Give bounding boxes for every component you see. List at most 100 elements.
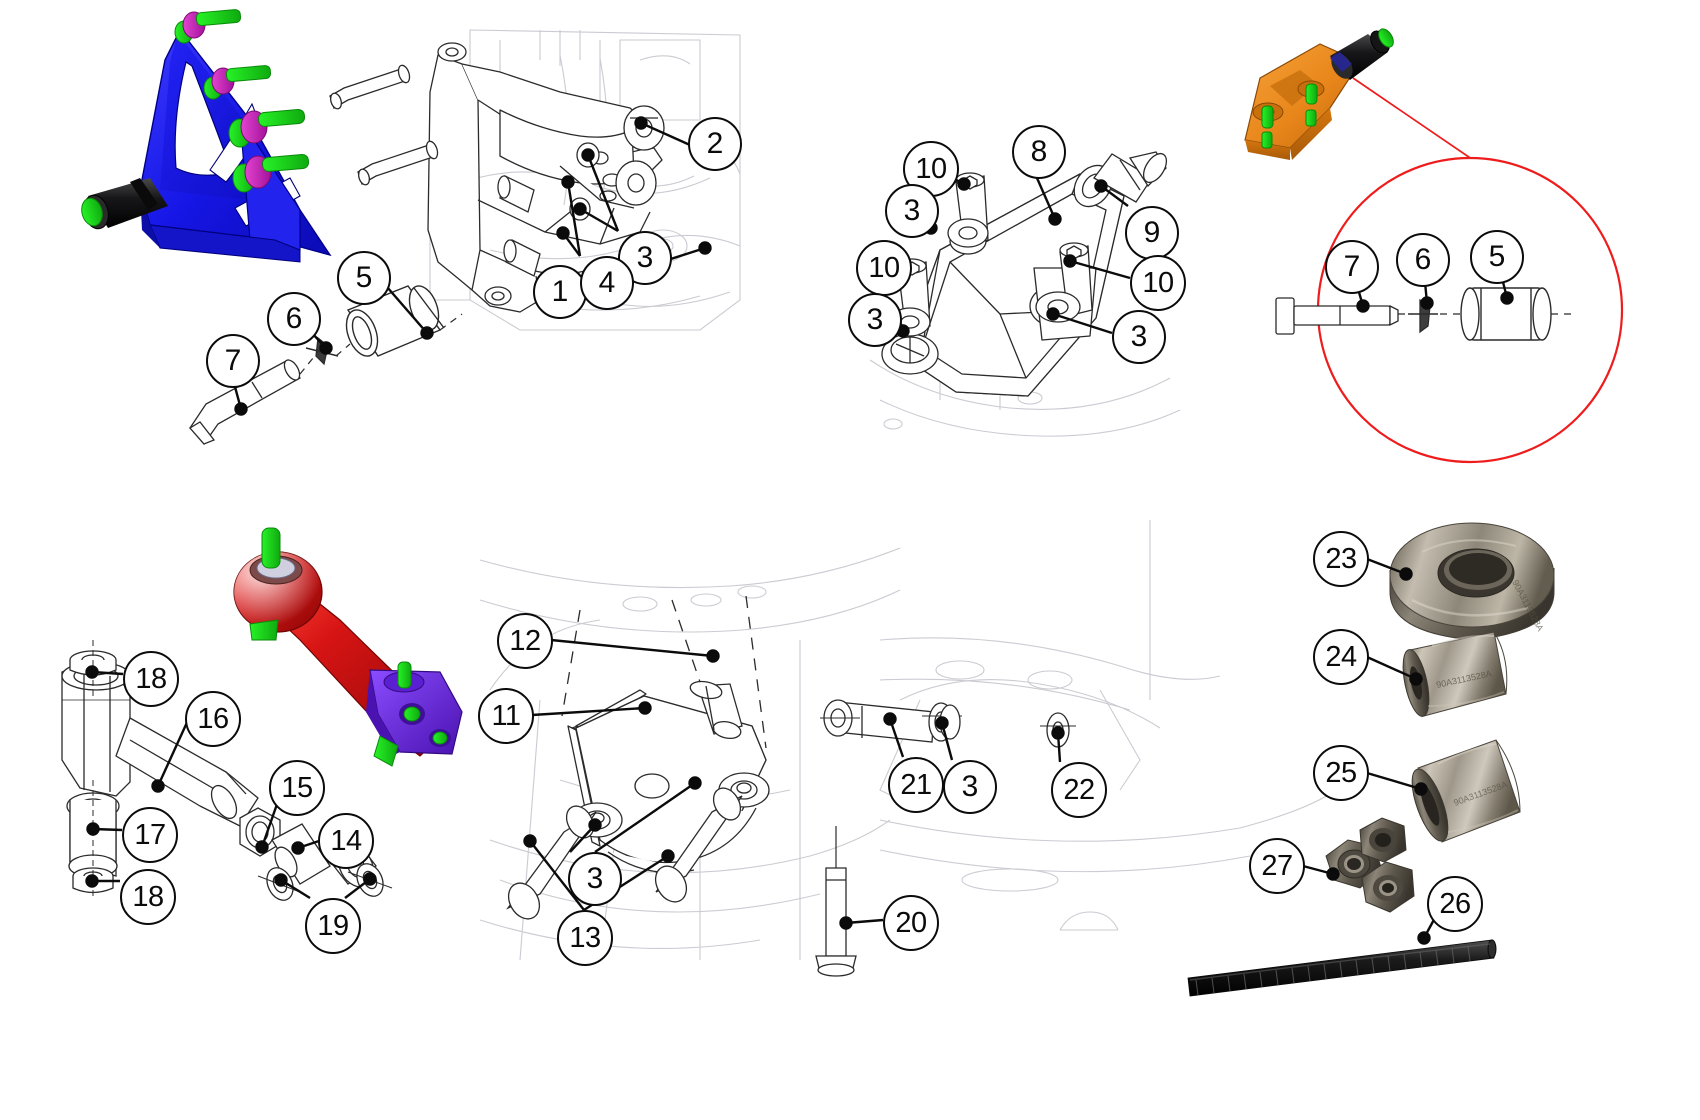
leader-dot xyxy=(573,202,587,216)
callout-bubble-6[interactable]: 6 xyxy=(267,292,321,346)
part-23-stepped-collar: 90A3113528A xyxy=(1389,522,1555,641)
callout-bubble-7[interactable]: 7 xyxy=(1325,240,1379,294)
leader-line xyxy=(640,121,691,147)
callout-bubble-17[interactable]: 17 xyxy=(122,807,178,863)
part-13-spacer-sleeves xyxy=(506,787,743,920)
leader-line xyxy=(566,181,582,257)
callout-bubble-6[interactable]: 6 xyxy=(1396,233,1450,287)
leader-dot xyxy=(1094,179,1108,193)
part-torque-rod-colored xyxy=(233,527,463,767)
leader-dot xyxy=(151,779,165,793)
callout-bubble-14[interactable]: 14 xyxy=(318,813,374,869)
callout-bubble-5[interactable]: 5 xyxy=(1470,230,1524,284)
leader-dot xyxy=(85,665,99,679)
leader-dot xyxy=(1051,726,1065,740)
leader-line xyxy=(1366,557,1407,576)
callout-bubble-3[interactable]: 3 xyxy=(1112,310,1166,364)
leader-dot xyxy=(638,701,652,715)
leader-dot xyxy=(1326,867,1340,881)
leader-line xyxy=(529,840,585,911)
leader-dot xyxy=(883,712,897,726)
part-9-pin xyxy=(1093,151,1168,203)
part-1-engine-mount-bracket-lineart xyxy=(427,42,663,313)
part-7-hex-bolt xyxy=(188,359,301,446)
leader-dot xyxy=(420,326,434,340)
callout-bubble-15[interactable]: 15 xyxy=(269,760,325,816)
leader-dot xyxy=(255,840,269,854)
callout-bubble-16[interactable]: 16 xyxy=(185,691,241,747)
callout-bubble-3[interactable]: 3 xyxy=(568,852,622,906)
callout-bubble-5[interactable]: 5 xyxy=(337,251,391,305)
plate-11-dashed-axes xyxy=(561,595,767,749)
part-7-hex-bolts-upper xyxy=(329,64,439,186)
callout-bubble-21[interactable]: 21 xyxy=(888,757,944,813)
leader-dot xyxy=(698,241,712,255)
leader-dot xyxy=(86,822,100,836)
leader-dot xyxy=(1048,212,1062,226)
leader-dot xyxy=(581,148,595,162)
callout-bubble-23[interactable]: 23 xyxy=(1313,531,1369,587)
callout-bubble-11[interactable]: 11 xyxy=(478,688,534,744)
callout-bubble-13[interactable]: 13 xyxy=(557,910,613,966)
callout-bubble-2[interactable]: 2 xyxy=(688,117,742,171)
leader-dot xyxy=(234,402,248,416)
callout-bubble-19[interactable]: 19 xyxy=(305,898,361,954)
leader-dot xyxy=(1500,291,1514,305)
callout-bubble-3[interactable]: 3 xyxy=(848,293,902,347)
leader-line xyxy=(156,717,191,787)
callout-bubble-10[interactable]: 10 xyxy=(1130,255,1186,311)
callout-bubble-18[interactable]: 18 xyxy=(120,869,176,925)
callout-bubble-3[interactable]: 3 xyxy=(943,760,997,814)
detail-part-7-bolt xyxy=(1275,297,1399,335)
leader-dot xyxy=(556,226,570,240)
callout-bubble-10[interactable]: 10 xyxy=(856,240,912,296)
callout-bubble-1[interactable]: 1 xyxy=(533,265,587,319)
part-20-long-bolt xyxy=(815,826,857,977)
callout-bubble-7[interactable]: 7 xyxy=(206,334,260,388)
callout-bubble-27[interactable]: 27 xyxy=(1249,838,1305,894)
leader-dot xyxy=(1063,254,1077,268)
leader-line xyxy=(1069,259,1131,280)
leader-dot xyxy=(1046,307,1060,321)
leader-dot xyxy=(1414,782,1428,796)
callout-bubble-3[interactable]: 3 xyxy=(618,231,672,285)
leader-dot xyxy=(363,872,377,886)
leader-dot xyxy=(561,175,575,189)
detail-part-5-bushing xyxy=(1460,287,1552,341)
part-4-spacer-sleeves xyxy=(497,175,541,277)
leader-dot xyxy=(634,116,648,130)
leader-dot xyxy=(1356,299,1370,313)
callout-bubble-12[interactable]: 12 xyxy=(497,613,553,669)
leader-dot xyxy=(839,916,853,930)
leader-dot xyxy=(957,177,971,191)
callout-bubble-4[interactable]: 4 xyxy=(580,256,634,310)
callout-bubble-20[interactable]: 20 xyxy=(883,895,939,951)
leader-dot xyxy=(274,873,288,887)
part-12-dowel-sleeve xyxy=(689,680,743,739)
leader-line xyxy=(586,154,620,232)
callout-bubble-25[interactable]: 25 xyxy=(1313,745,1369,801)
leader-dot xyxy=(85,874,99,888)
callout-bubble-24[interactable]: 24 xyxy=(1313,629,1369,685)
callout-bubble-22[interactable]: 22 xyxy=(1051,762,1107,818)
leader-dot xyxy=(661,849,675,863)
leader-line xyxy=(594,782,696,853)
leader-dot xyxy=(291,841,305,855)
callout-leader-lines xyxy=(85,116,1514,945)
callout-bubble-9[interactable]: 9 xyxy=(1125,206,1179,260)
leader-dot xyxy=(319,341,333,355)
callout-bubble-26[interactable]: 26 xyxy=(1427,876,1483,932)
part-blue-engine-mount-bracket xyxy=(81,9,332,263)
leader-dot xyxy=(1409,672,1423,686)
callout-bubble-18[interactable]: 18 xyxy=(123,651,179,707)
leader-dot xyxy=(935,716,949,730)
leader-line xyxy=(1052,312,1113,335)
leader-dot xyxy=(688,776,702,790)
leader-dot xyxy=(588,818,602,832)
part-27-hex-nuts xyxy=(1325,817,1415,913)
orange-bracket-studs xyxy=(1261,83,1318,149)
leader-dot xyxy=(1399,567,1413,581)
callout-bubble-8[interactable]: 8 xyxy=(1012,125,1066,179)
callout-bubble-3[interactable]: 3 xyxy=(885,184,939,238)
